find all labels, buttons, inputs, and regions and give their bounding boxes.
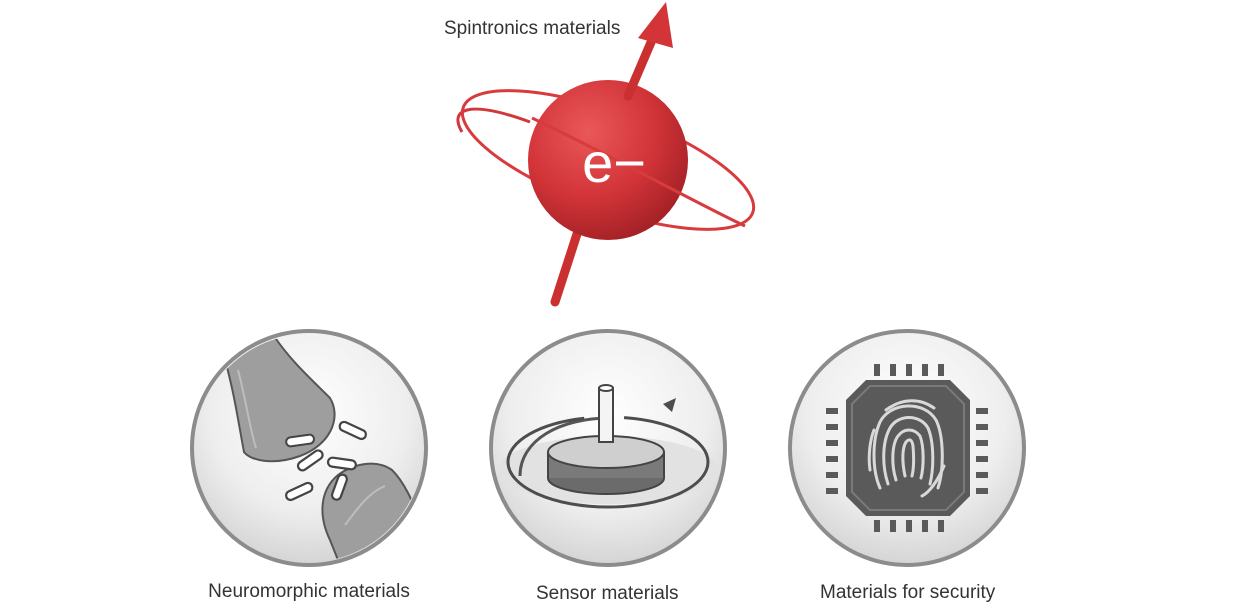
rotation-sensor-icon [489, 329, 727, 567]
synapse-icon [190, 329, 428, 567]
electron-symbol: e− [582, 131, 646, 194]
electron-spin-icon: e− [456, 2, 756, 307]
security-label: Materials for security [820, 582, 996, 603]
neuromorphic-label: Neuromorphic materials [208, 581, 410, 602]
spintronics-label: Spintronics materials [444, 18, 621, 39]
fingerprint-chip-icon [788, 329, 1026, 567]
sensor-label: Sensor materials [536, 583, 679, 604]
